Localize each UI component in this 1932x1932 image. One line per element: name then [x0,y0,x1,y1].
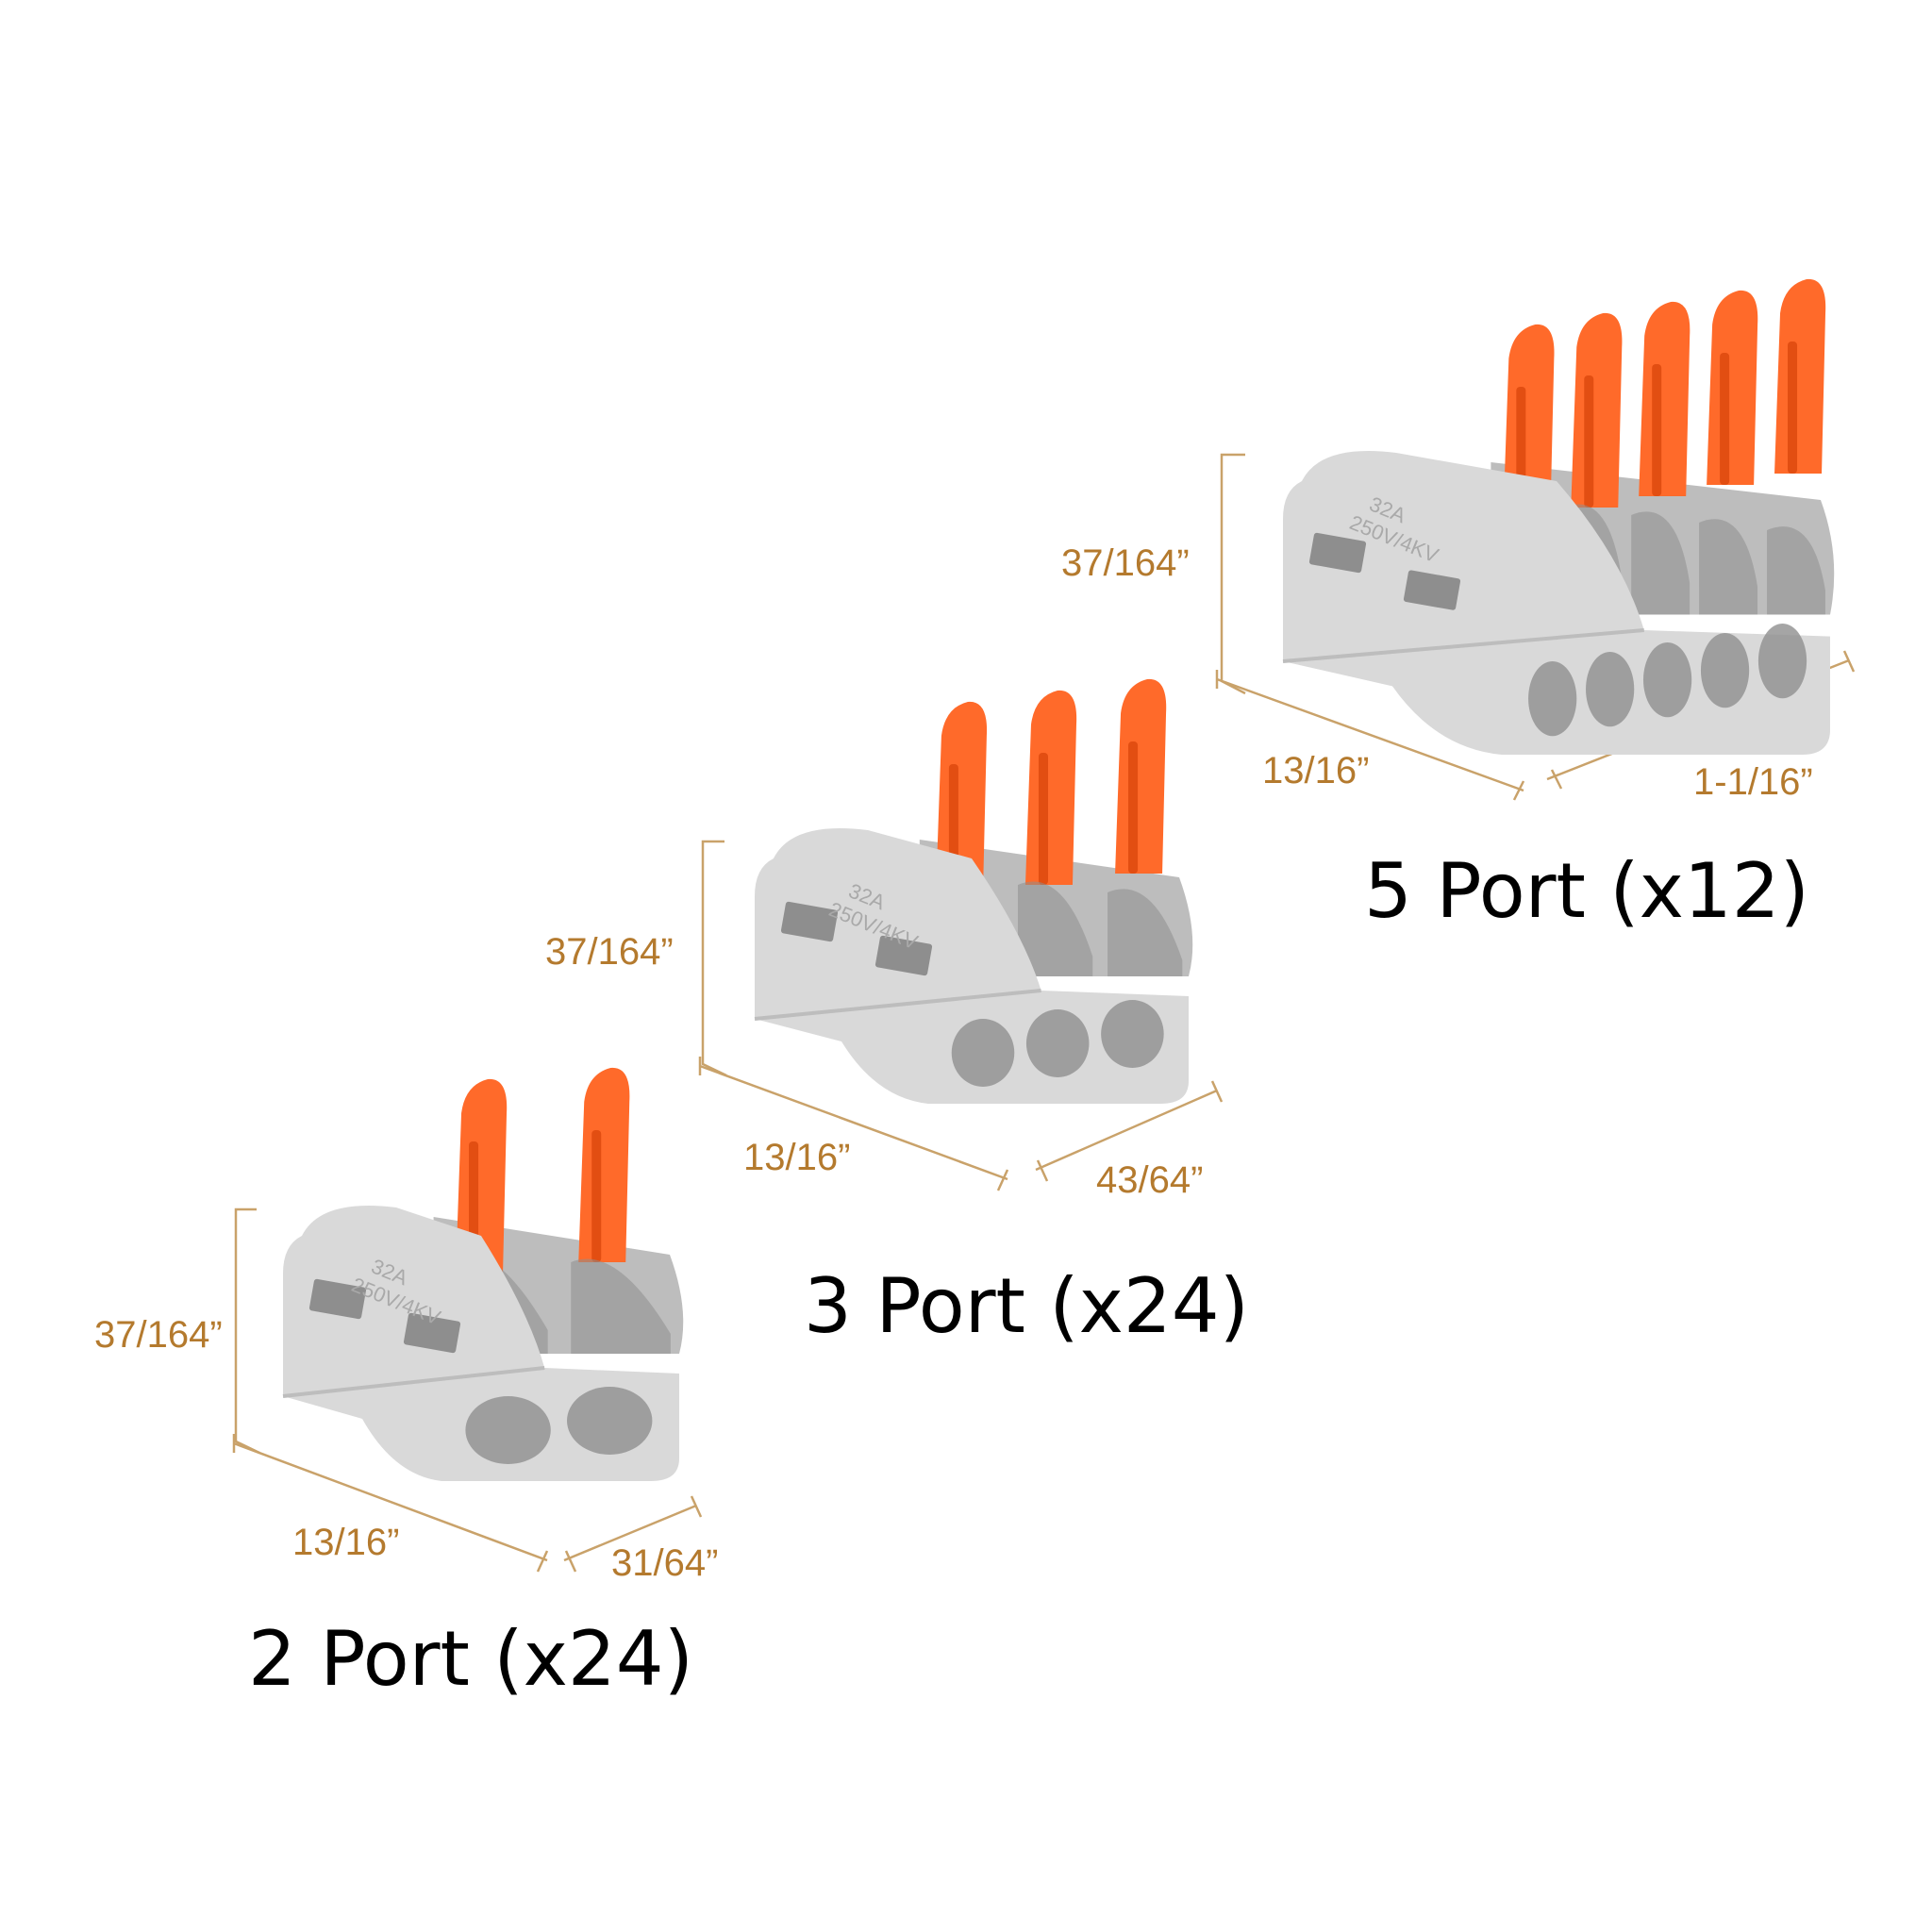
orange-lever [456,1078,508,1274]
dim-length-3-port: 13/16” [743,1137,850,1178]
wire-entry-hole [1757,624,1807,699]
lever-shade [1128,741,1139,874]
lever-shade [1652,364,1662,496]
lever-slot [1108,889,1183,976]
lever-slot [571,1258,671,1354]
housing-front [1283,451,1830,755]
dim-width-2-port: 31/64” [611,1542,718,1584]
lever-slot [1017,881,1093,976]
wire-entry-hole [465,1396,551,1464]
dim-length-5-port: 13/16” [1262,750,1369,791]
connector-5-port [1282,278,1835,755]
test-window [1308,532,1367,574]
lever-shade [1720,353,1730,485]
lever-slot [1767,526,1825,615]
lever-shade [591,1130,602,1262]
housing-seam [282,1366,545,1398]
dimension-bracket-icon [563,1495,703,1573]
dimension-bracket-icon [232,1434,549,1573]
dimension-bracket-icon [1035,1080,1224,1182]
lever-slot [1631,511,1690,615]
caption-3-port: 3 Port (x24) [804,1262,1249,1350]
orange-lever [578,1067,630,1262]
lever-shade [1038,753,1048,885]
wire-entry-hole [1642,642,1692,718]
dim-width-3-port: 43/64” [1096,1159,1203,1201]
dimension-lines [232,453,1856,1573]
orange-lever [1571,312,1623,508]
test-window [780,901,839,942]
housing-seam [1282,628,1644,663]
orange-lever [935,701,988,896]
dim-height-3-port: 37/164” [545,931,674,973]
test-window [308,1278,367,1320]
caption-5-port: 5 Port (x12) [1364,847,1809,935]
wire-entry-hole [1586,652,1635,727]
wire-entry-hole [1528,661,1577,737]
dimension-bracket-icon [1220,453,1246,695]
dimension-bracket-icon [234,1208,260,1455]
dim-height-5-port: 37/164” [1061,542,1190,584]
lever-shade [1788,341,1798,474]
orange-lever [1774,278,1826,474]
dimension-bracket-icon [698,1057,1009,1191]
connector-2-port [282,1067,684,1481]
wire-entry-hole [1101,1000,1164,1068]
lever-shade [1584,375,1594,508]
dim-height-2-port: 37/164” [94,1314,223,1356]
test-window [874,935,933,976]
wire-entry-hole [951,1019,1015,1087]
dim-width-5-port: 1-1/16” [1693,761,1813,803]
test-window [1403,570,1461,610]
dimension-bracket-icon [701,840,727,1077]
orange-lever [1024,690,1077,885]
orange-lever [1115,678,1167,874]
wire-entry-hole [1025,1009,1090,1077]
test-window [403,1312,461,1354]
housing-seam [754,989,1041,1021]
connector-3-port [754,678,1193,1104]
wire-entry-hole [567,1387,653,1455]
dim-length-2-port: 13/16” [292,1522,399,1563]
orange-lever [1707,290,1758,485]
orange-lever [1503,324,1555,519]
lever-slot [1699,519,1758,615]
caption-2-port: 2 Port (x24) [248,1615,693,1703]
orange-lever [1639,301,1690,496]
dimension-bracket-icon [1215,670,1525,801]
wire-entry-hole [1700,633,1750,708]
